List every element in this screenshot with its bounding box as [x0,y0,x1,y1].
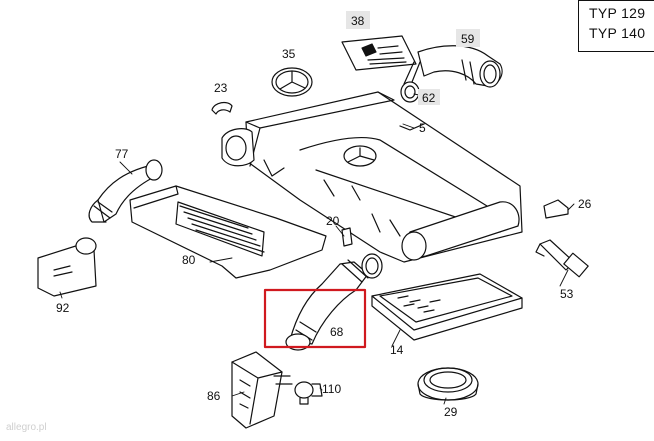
callout-59: 59 [461,32,475,46]
highlight-box-68 [263,288,367,349]
part-20-clip [341,227,353,247]
part-62-clamp [400,61,421,103]
callout-77: 77 [115,147,129,161]
part-53-sensor [535,239,589,278]
callout-5: 5 [419,121,426,135]
callout-23: 23 [214,81,228,95]
part-26-bracket [543,199,569,219]
callout-26: 26 [578,197,592,211]
callout-38-bg [346,11,370,29]
part-5-air-filter-housing [221,91,523,263]
callout-110: 110 [322,382,341,396]
callout-35: 35 [282,47,296,61]
callout-62-bg [418,89,440,105]
part-14-filter-element [371,273,523,341]
part-35-star-emblem [271,67,313,97]
type-line-2: TYP 140 [589,25,646,41]
leader-lines [59,93,575,405]
part-23-clip [211,101,233,115]
type-box: TYP 129 TYP 140 [578,0,654,52]
part-110-plug [294,381,323,405]
part-29-ring [417,367,479,401]
part-59-intake-hose [417,45,503,88]
part-86-control-unit [231,351,293,429]
callout-53: 53 [560,287,574,301]
callout-20: 20 [326,214,340,228]
callout-80: 80 [182,253,196,267]
callout-86: 86 [207,389,221,403]
callout-68: 68 [330,325,344,339]
callout-14: 14 [390,343,404,357]
part-38-label-sheet [341,35,417,71]
callout-92: 92 [56,301,70,315]
part-77-intake-tube [88,159,163,223]
callout-62: 62 [422,91,436,105]
type-line-1: TYP 129 [589,5,646,21]
watermark: allegro.pl [6,422,47,433]
callout-38: 38 [351,14,365,28]
part-80-cover-plate [129,185,327,279]
part-92-inlet-duct [37,237,97,297]
callout-59-bg [456,29,480,47]
callout-29: 29 [444,405,458,419]
